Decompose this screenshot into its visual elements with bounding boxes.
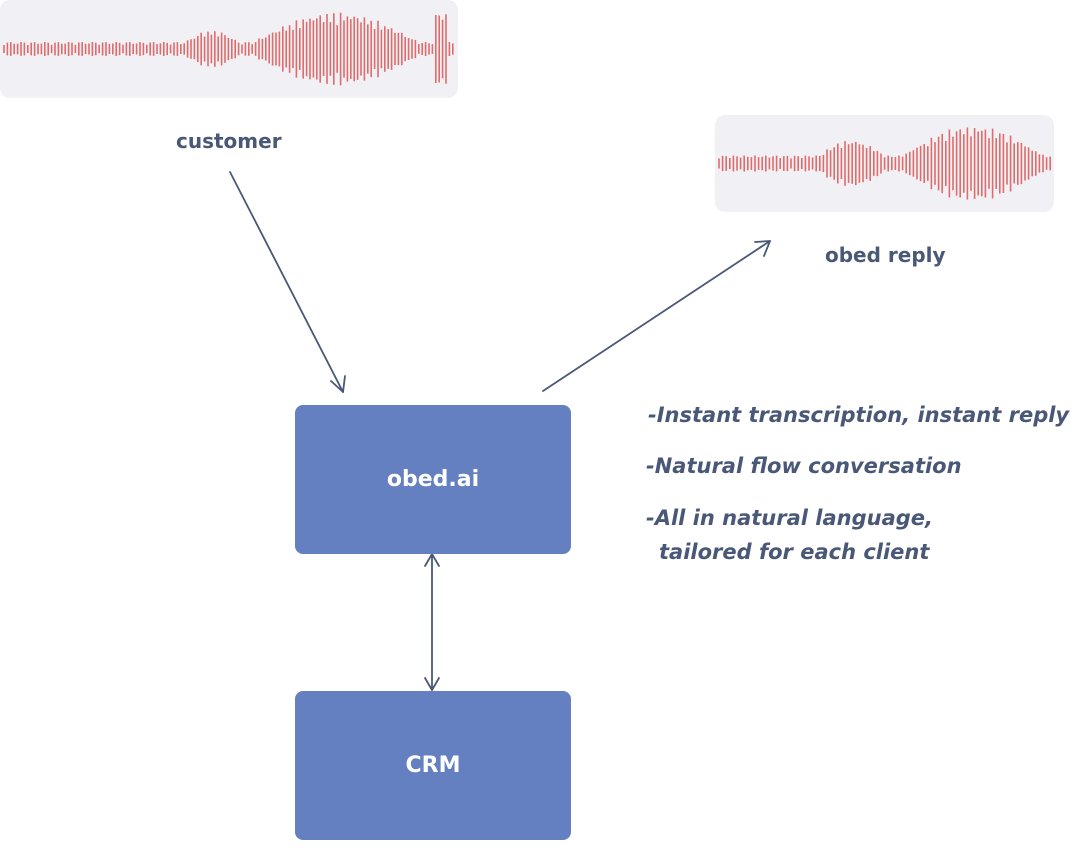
engine-to-reply-arrowhead — [754, 240, 771, 257]
customer-to-engine-arrowhead — [330, 375, 346, 393]
crm-label: CRM — [405, 753, 461, 778]
reply-label: obed reply — [825, 243, 946, 267]
reply-waveform — [718, 127, 1052, 200]
feature-item: -Natural flow conversation — [646, 454, 962, 478]
feature-item: -All in natural language, — [646, 506, 934, 530]
engine-crm-arrowhead-top — [424, 553, 440, 567]
customer-to-engine-arrow — [229, 171, 344, 393]
customer-waveform-panel — [0, 0, 458, 98]
obed-ai-box: obed.ai — [295, 405, 571, 554]
feature-item: tailored for each client — [659, 540, 930, 564]
feature-item: -Instant transcription, instant reply — [648, 403, 1070, 427]
customer-waveform — [3, 12, 454, 86]
obed-ai-label: obed.ai — [386, 467, 480, 492]
customer-label: customer — [176, 129, 282, 153]
engine-to-reply-arrow — [542, 240, 771, 392]
engine-crm-arrowhead-bottom — [424, 677, 440, 691]
reply-waveform-panel — [715, 115, 1054, 212]
crm-box: CRM — [295, 691, 571, 840]
